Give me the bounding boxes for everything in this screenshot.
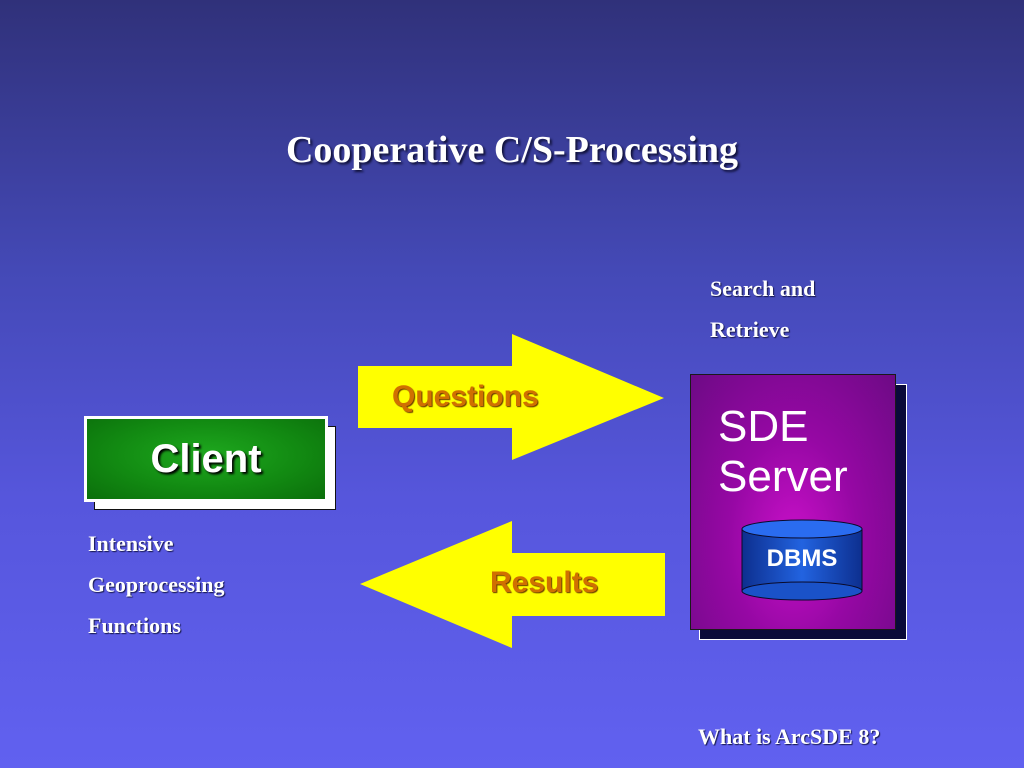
- database-label: DBMS: [766, 545, 838, 572]
- client-node: Client: [84, 416, 328, 502]
- database-bottom: [741, 581, 863, 601]
- server-note: Search and Retrieve: [710, 268, 815, 350]
- footer-text: What is ArcSDE 8?: [698, 724, 881, 749]
- server-note-line: Retrieve: [710, 317, 790, 342]
- results-arrow: [360, 521, 665, 648]
- slide-title: Cooperative C/S-Processing: [285, 129, 739, 171]
- questions-arrow: [358, 334, 664, 460]
- results-label: Results: [490, 566, 599, 599]
- questions-label: Questions: [392, 380, 539, 413]
- database-body: [741, 528, 863, 592]
- client-note-line: Intensive: [88, 531, 174, 556]
- client-note-line: Geoprocessing: [88, 572, 225, 597]
- client-note: Intensive Geoprocessing Functions: [88, 523, 224, 646]
- server-label: SDE Server: [718, 402, 848, 502]
- client-panel: Client: [87, 419, 325, 499]
- database-top: [741, 519, 863, 539]
- client-label: Client: [150, 436, 262, 481]
- server-label-line: SDE: [718, 402, 809, 451]
- server-label-line: Server: [718, 452, 848, 501]
- server-note-line: Search and: [710, 276, 816, 301]
- client-note-line: Functions: [88, 613, 181, 638]
